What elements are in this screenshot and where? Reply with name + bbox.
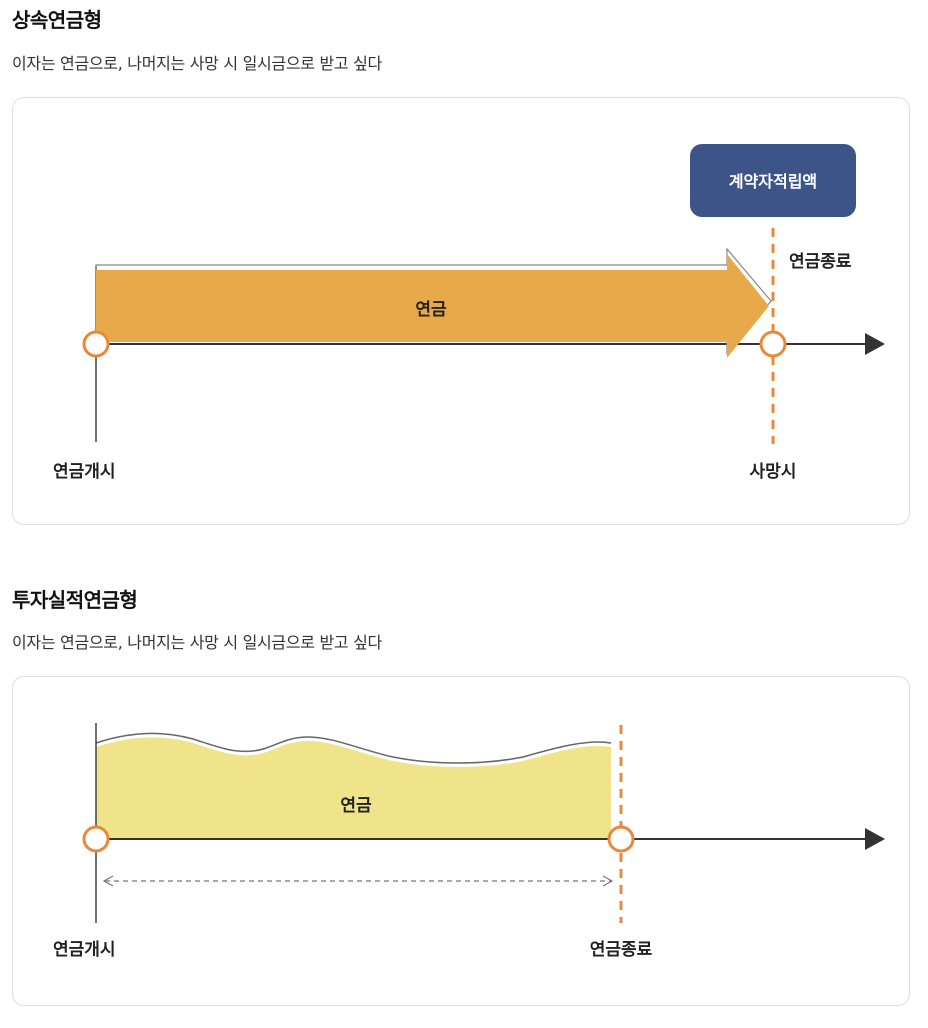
- annuity-area-outline: [95, 732, 612, 764]
- annuity-area: [96, 737, 611, 839]
- annuity-start-label: 연금개시: [53, 940, 116, 960]
- annuity-area-label: 연금: [340, 796, 372, 816]
- axis-arrowhead-icon: [865, 828, 885, 850]
- annuity-arrow-label: 연금: [415, 300, 447, 320]
- diagram-card-inheritance: 계약자적립액 연금 연금종료 연금개시 사망시: [12, 97, 910, 525]
- annuity-arrow: [96, 254, 769, 358]
- start-circle-icon: [82, 330, 110, 358]
- duration-arrow-left-head-icon: [102, 875, 114, 887]
- death-label: 사망시: [750, 462, 797, 482]
- investment-diagram: 연금 연금개시 연금종료: [53, 723, 885, 960]
- annuity-end-label: 연금종료: [789, 252, 852, 272]
- section-title-inheritance: 상속연금형: [12, 8, 102, 32]
- contract-reserve-label: 계약자적립액: [729, 172, 817, 191]
- annuity-start-label: 연금개시: [53, 462, 116, 482]
- inheritance-diagram: 계약자적립액 연금 연금종료 연금개시 사망시: [53, 144, 885, 482]
- annuity-end-label: 연금종료: [590, 940, 653, 960]
- section-description-investment: 이자는 연금으로, 나머지는 사망 시 일시금으로 받고 싶다: [12, 633, 382, 652]
- start-circle-icon: [82, 825, 110, 853]
- death-circle-icon: [759, 330, 787, 358]
- diagram-card-investment: 연금 연금개시 연금종료: [12, 676, 910, 1006]
- section-title-investment: 투자실적연금형: [12, 588, 138, 612]
- end-circle-icon: [607, 825, 635, 853]
- section-description-inheritance: 이자는 연금으로, 나머지는 사망 시 일시금으로 받고 싶다: [12, 54, 382, 73]
- contract-reserve-badge: [690, 144, 856, 217]
- duration-arrow-right-head-icon: [602, 875, 614, 887]
- axis-arrowhead-icon: [865, 333, 885, 355]
